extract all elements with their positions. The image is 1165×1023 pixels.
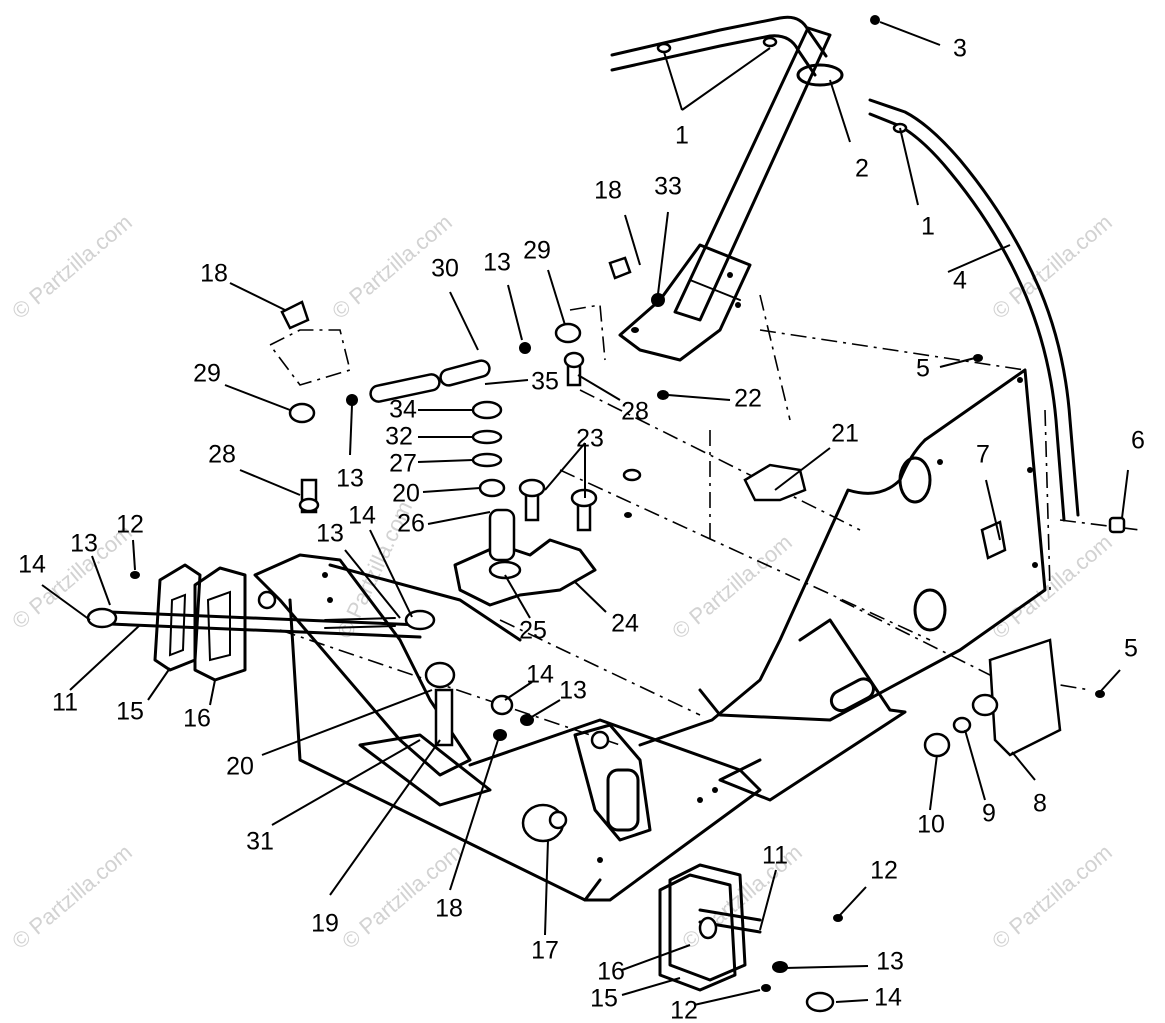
callout-33: 33 xyxy=(654,173,682,201)
callout-14: 14 xyxy=(18,551,46,579)
steering-column xyxy=(618,26,844,362)
callout-3: 3 xyxy=(953,35,967,63)
watermark-layer: © Partzilla.com © Partzilla.com © Partzi… xyxy=(7,209,1117,953)
callout-11: 11 xyxy=(52,689,78,717)
watermark: © Partzilla.com xyxy=(987,839,1117,953)
callout-10: 10 xyxy=(917,811,945,839)
callout-29: 29 xyxy=(193,360,221,388)
tie-rod-left xyxy=(86,563,436,682)
callout-12: 12 xyxy=(116,511,144,539)
callout-14: 14 xyxy=(526,661,554,689)
watermark: © Partzilla.com xyxy=(7,839,137,953)
callout-7: 7 xyxy=(976,441,990,469)
callout-28: 28 xyxy=(621,398,649,426)
callout-32: 32 xyxy=(385,423,413,451)
callout-14: 14 xyxy=(348,502,376,530)
callout-24: 24 xyxy=(611,610,639,638)
callout-16: 16 xyxy=(183,705,211,733)
callout-28: 28 xyxy=(208,441,236,469)
callout-14: 14 xyxy=(874,984,902,1012)
tie-rod-right xyxy=(468,718,835,1013)
callout-9: 9 xyxy=(982,800,996,828)
callout-17: 17 xyxy=(531,937,559,965)
callout-13: 13 xyxy=(876,948,904,976)
callout-5: 5 xyxy=(916,355,930,383)
callout-20: 20 xyxy=(392,480,420,508)
callout-22: 22 xyxy=(734,385,762,413)
handlebar xyxy=(610,15,1080,522)
callout-11: 11 xyxy=(762,842,788,870)
callout-25: 25 xyxy=(519,617,547,645)
callout-20: 20 xyxy=(226,753,254,781)
leader-lines xyxy=(41,21,1129,1006)
callout-13: 13 xyxy=(336,465,364,493)
callout-13: 13 xyxy=(70,530,98,558)
callout-12: 12 xyxy=(670,997,698,1023)
callout-labels: 1 2 3 1 4 5 6 7 18 33 30 13 29 18 29 13 … xyxy=(18,35,1145,1023)
callout-1: 1 xyxy=(675,122,689,150)
watermark: © Partzilla.com xyxy=(987,529,1117,643)
callout-26: 26 xyxy=(397,510,425,538)
callout-27: 27 xyxy=(389,450,417,478)
callout-29: 29 xyxy=(523,237,551,265)
callout-19: 19 xyxy=(311,910,339,938)
callout-2: 2 xyxy=(855,155,869,183)
callout-21: 21 xyxy=(831,420,859,448)
callout-31: 31 xyxy=(246,828,274,856)
callout-5: 5 xyxy=(1124,635,1138,663)
watermark: © Partzilla.com xyxy=(667,529,797,643)
callout-15: 15 xyxy=(116,698,144,726)
callout-18: 18 xyxy=(200,260,228,288)
callout-4: 4 xyxy=(953,267,967,295)
frame-plate xyxy=(638,368,1047,802)
callout-13: 13 xyxy=(559,677,587,705)
callout-6: 6 xyxy=(1131,427,1145,455)
callout-18: 18 xyxy=(594,177,622,205)
callout-23: 23 xyxy=(576,425,604,453)
callout-18: 18 xyxy=(435,895,463,923)
callout-8: 8 xyxy=(1033,790,1047,818)
callout-34: 34 xyxy=(389,396,417,424)
callout-1: 1 xyxy=(921,213,935,241)
callout-15: 15 xyxy=(590,985,618,1013)
pivot-hardware xyxy=(130,15,1126,992)
callout-13: 13 xyxy=(483,249,511,277)
callout-12: 12 xyxy=(870,857,898,885)
watermark: © Partzilla.com xyxy=(7,209,137,323)
callout-35: 35 xyxy=(531,368,559,396)
callout-30: 30 xyxy=(431,255,459,283)
callout-16: 16 xyxy=(597,958,625,986)
callout-13: 13 xyxy=(316,520,344,548)
